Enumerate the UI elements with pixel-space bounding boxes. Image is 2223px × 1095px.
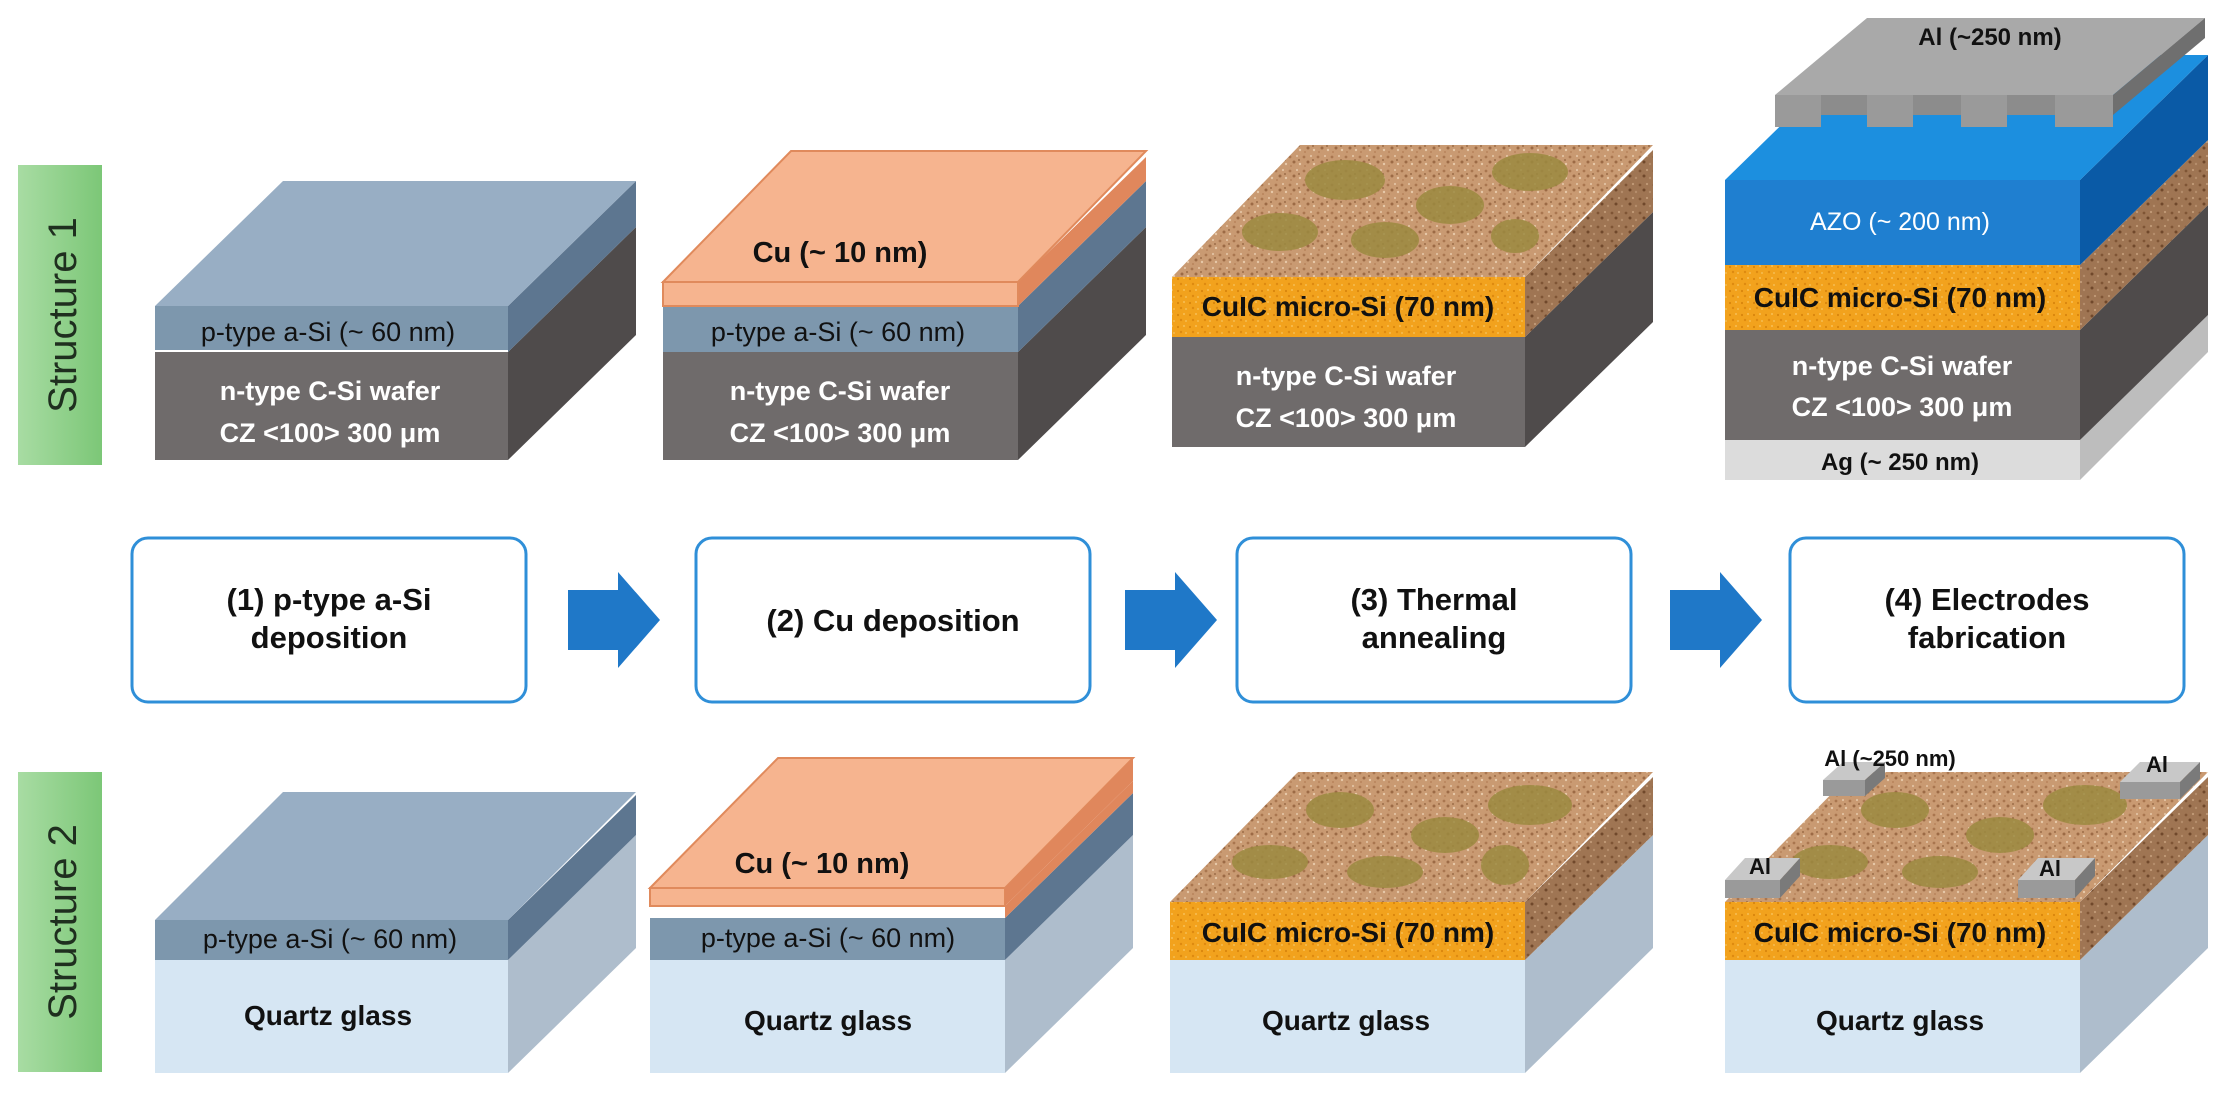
s2-block1: p-type a-Si (~ 60 nm) Quartz glass [155,792,636,1073]
s1b3-wafer-line2: CZ <100> 300 μm [1236,403,1457,433]
s2b4-al-bottom-right-label: Al [2039,856,2061,881]
step-3-line2: annealing [1362,620,1507,655]
s1-block4: Ag (~ 250 nm) n-type C-Si wafer CZ <100>… [1725,18,2208,480]
s2b3-glass-label: Quartz glass [1262,1005,1430,1036]
s2b4-culc-label: CuIC micro-Si (70 nm) [1754,917,2046,948]
al-pad-bottom-right [2018,858,2095,898]
s2b1-glass-label: Quartz glass [244,1000,412,1031]
al-pad-top-right [2120,762,2200,799]
s1b1-asi-label: p-type a-Si (~ 60 nm) [201,317,455,347]
step-1-line1: (1) p-type a-Si [227,582,432,617]
s2b4-al-top-left-label: Al (~250 nm) [1824,746,1955,771]
al-pad-top-left [1823,762,1885,796]
s1b1-wafer-line1: n-type C-Si wafer [220,376,441,406]
s1b2-wafer-line2: CZ <100> 300 μm [730,418,951,448]
s2-block3: CuIC micro-Si (70 nm) Quartz glass [1170,772,1653,1073]
s2-block2: Cu (~ 10 nm) p-type a-Si (~ 60 nm) Quart… [647,757,1136,1073]
svg-text:Structure 1: Structure 1 [41,217,85,413]
s1-block2: Cu (~ 10 nm) p-type a-Si (~ 60 nm) n-typ… [660,150,1149,460]
s1b4-ag-label: Ag (~ 250 nm) [1821,449,1979,476]
s2b2-glass-label: Quartz glass [744,1005,912,1036]
arrow-right-icon [1125,572,1217,668]
s2b4-al-top-right-label: Al [2146,752,2168,777]
s1b3-wafer-line1: n-type C-Si wafer [1236,361,1457,391]
s1b4-wafer-line2: CZ <100> 300 μm [1792,392,2013,422]
step-2-line1: (2) Cu deposition [766,603,1019,638]
step-3-box: (3) Thermal annealing [1235,536,1633,704]
s1b3-culc-label: CuIC micro-Si (70 nm) [1202,291,1494,322]
al-pad-bottom-left [1725,858,1800,898]
s1-block1: p-type a-Si (~ 60 nm) n-type C-Si wafer … [155,181,636,460]
s1b2-asi-label: p-type a-Si (~ 60 nm) [711,317,965,347]
structure1-label: Structure 1 [18,165,102,465]
svg-text:Structure 2: Structure 2 [41,824,85,1020]
s2b2-asi-label: p-type a-Si (~ 60 nm) [701,923,955,953]
arrow-right-icon [1670,572,1762,668]
s1b2-cu-label: Cu (~ 10 nm) [753,237,928,269]
step-1-box: (1) p-type a-Si deposition [130,536,528,704]
s2b4-glass-label: Quartz glass [1816,1005,1984,1036]
s2-block4: Al (~250 nm) Al Al Al CuIC micro-Si (70 … [1725,746,2208,1073]
s1b4-wafer-line1: n-type C-Si wafer [1792,351,2013,381]
s2b2-cu-label: Cu (~ 10 nm) [735,848,910,880]
s2b3-culc-label: CuIC micro-Si (70 nm) [1202,917,1494,948]
step-3-line1: (3) Thermal [1350,582,1517,617]
s1-block3: CuIC micro-Si (70 nm) n-type C-Si wafer … [1172,145,1653,447]
s1b4-al-label: Al (~250 nm) [1918,24,2061,51]
s1b4-azo-label: AZO (~ 200 nm) [1810,208,1990,236]
s2b4-al-bottom-left-label: Al [1749,854,1771,879]
step-4-line1: (4) Electrodes [1884,582,2089,617]
s1b1-wafer-line2: CZ <100> 300 μm [220,418,441,448]
structure2-label: Structure 2 [18,772,102,1072]
arrow-right-icon [568,572,660,668]
step-4-line2: fabrication [1908,620,2066,655]
step-4-box: (4) Electrodes fabrication [1788,536,2186,704]
step-2-box: (2) Cu deposition [694,536,1092,704]
s1b4-culc-label: CuIC micro-Si (70 nm) [1754,282,2046,313]
s2b1-asi-label: p-type a-Si (~ 60 nm) [203,924,457,954]
step-1-line2: deposition [251,620,408,655]
s1b2-wafer-line1: n-type C-Si wafer [730,376,951,406]
